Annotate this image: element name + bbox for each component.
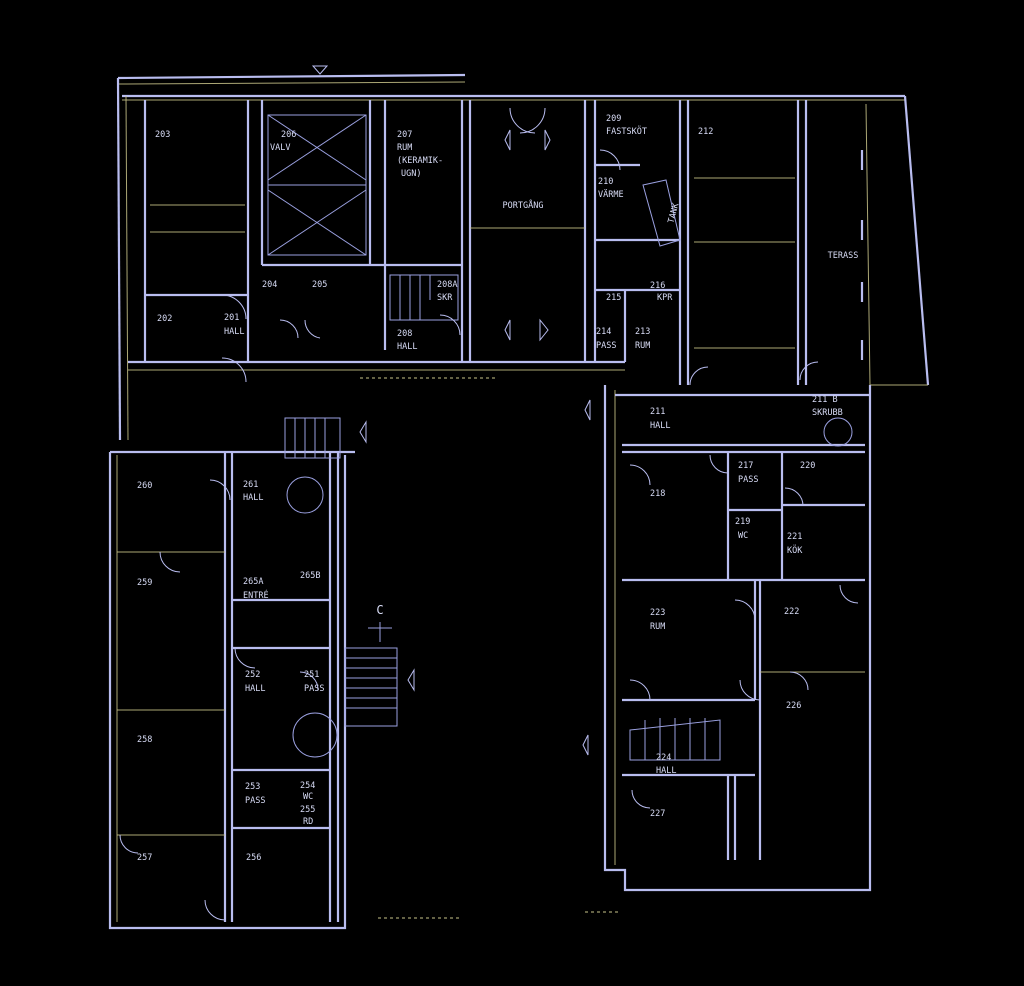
- room-207-number: 207: [397, 130, 412, 140]
- room-207-name-line3: UGN): [401, 169, 421, 179]
- room-224-number: 224: [656, 753, 671, 763]
- room-223-name: RUM: [650, 622, 665, 632]
- room-206-name: VALV: [270, 143, 290, 153]
- room-204-number: 204: [262, 280, 277, 290]
- room-205-number: 205: [312, 280, 327, 290]
- room-252-number: 252: [245, 670, 260, 680]
- room-211-number: 211: [650, 407, 665, 417]
- room-208-number: 208: [397, 329, 412, 339]
- room-265a-number: 265A: [243, 577, 263, 587]
- direction-markers: [311, 65, 591, 756]
- room-202-number: 202: [157, 314, 172, 324]
- room-201-number: 201: [224, 313, 239, 323]
- room-215-number: 215: [606, 293, 621, 303]
- section-marker-label: C: [376, 603, 383, 617]
- doors: [119, 107, 859, 921]
- room-208a-number: 208A: [437, 280, 457, 290]
- room-210-name: VÄRME: [598, 189, 624, 200]
- room-254-name: WC: [303, 792, 313, 802]
- room-255-number: 255: [300, 805, 315, 815]
- room-261-number: 261: [243, 480, 258, 490]
- room-210-number: 210: [598, 177, 613, 187]
- room-213-number: 213: [635, 327, 650, 337]
- outer-walls: [116, 73, 930, 441]
- right-wing-walls: [603, 385, 872, 892]
- room-252-name: HALL: [245, 684, 265, 694]
- portgang-label: PORTGÅNG: [503, 199, 544, 211]
- room-211b-number: 211 B: [812, 395, 838, 405]
- room-221-name: KÖK: [787, 545, 803, 556]
- room-220-number: 220: [800, 461, 815, 471]
- room-211b-name: SKRUBB: [812, 408, 843, 418]
- room-209-number: 209: [606, 114, 621, 124]
- room-207-name: RUM: [397, 143, 412, 153]
- room-226-number: 226: [786, 701, 801, 711]
- room-218-number: 218: [650, 489, 665, 499]
- room-217-number: 217: [738, 461, 753, 471]
- room-265b-number: 265B: [300, 571, 320, 581]
- room-265a-name: ENTRÉ: [243, 589, 269, 601]
- room-219-name: WC: [738, 531, 748, 541]
- top-block-walls: [145, 100, 864, 385]
- room-206-number: 206: [281, 130, 296, 140]
- section-marker: C: [368, 603, 392, 642]
- room-253-name: PASS: [245, 796, 265, 806]
- room-256-number: 256: [246, 853, 261, 863]
- room-251-name: PASS: [304, 684, 324, 694]
- room-221-number: 221: [787, 532, 802, 542]
- room-207-name-line2: (KERAMIK-: [397, 156, 443, 166]
- room-203-number: 203: [155, 130, 170, 140]
- room-219-number: 219: [735, 517, 750, 527]
- room-214-number: 214: [596, 327, 611, 337]
- room-213-name: RUM: [635, 341, 650, 351]
- room-223-number: 223: [650, 608, 665, 618]
- room-216-number: 216: [650, 281, 665, 291]
- room-222-number: 222: [784, 607, 799, 617]
- room-253-number: 253: [245, 782, 260, 792]
- room-224-name: HALL: [656, 766, 676, 776]
- room-216-name: KPR: [657, 293, 673, 303]
- room-201-name: HALL: [224, 327, 244, 337]
- room-208-name: HALL: [397, 342, 417, 352]
- room-209-name: FASTSKÖT: [606, 126, 647, 137]
- room-217-name: PASS: [738, 475, 758, 485]
- room-212-number: 212: [698, 127, 713, 137]
- room-227-number: 227: [650, 809, 665, 819]
- room-214-name: PASS: [596, 341, 616, 351]
- room-251-number: 251: [304, 670, 319, 680]
- room-211-name: HALL: [650, 421, 670, 431]
- room-260-number: 260: [137, 481, 152, 491]
- room-258-number: 258: [137, 735, 152, 745]
- terass-label: TERASS: [828, 251, 859, 261]
- room-208a-name: SKR: [437, 293, 453, 303]
- room-259-number: 259: [137, 578, 152, 588]
- left-wing-walls: [108, 417, 398, 930]
- room-255-name: RD: [303, 817, 313, 827]
- room-labels: 203 206 VALV 207 RUM (KERAMIK- UGN) PORT…: [137, 114, 858, 863]
- room-261-name: HALL: [243, 493, 263, 503]
- room-257-number: 257: [137, 853, 152, 863]
- room-254-number: 254: [300, 781, 315, 791]
